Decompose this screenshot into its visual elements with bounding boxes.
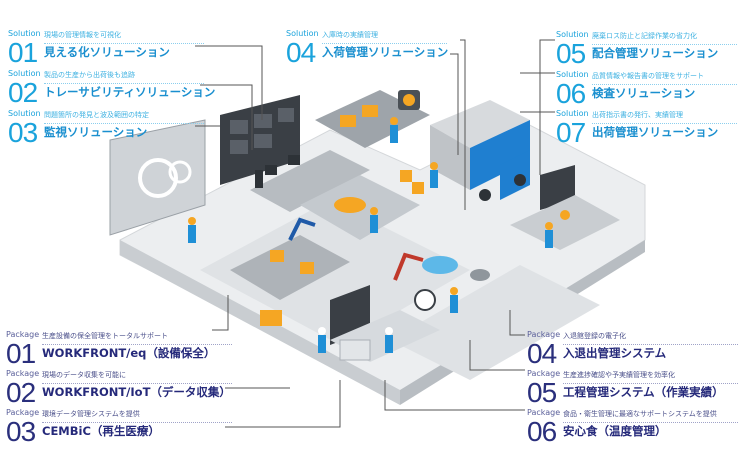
package-number: 03 (6, 416, 36, 447)
solution-number: 03 (8, 117, 38, 148)
solution-name: 監視ソリューション (44, 125, 148, 139)
workstations (250, 150, 370, 212)
solution-number: 02 (8, 77, 38, 108)
robot-line (230, 217, 424, 345)
monitor-screen (109, 119, 206, 236)
solution-kind: Solution (556, 30, 589, 39)
solution-kind: Solution (8, 109, 41, 118)
package-description: 入退館登録の電子化 (563, 332, 626, 340)
solution-description: 問題箇所の発見と波及範囲の特定 (44, 111, 149, 119)
dotted-divider (563, 383, 738, 384)
package-name: CEMBiC（再生医療） (42, 424, 160, 438)
solution-kind: Solution (8, 69, 41, 78)
package-name: WORKFRONT/IoT（データ収集） (42, 385, 231, 399)
package-kind: Package (6, 369, 40, 378)
solution-description: 出荷指示書の発行、実績管理 (592, 111, 683, 119)
solution-description: 製品の生産から出荷後も追跡 (44, 71, 135, 79)
solution-name: 配合管理ソリューション (592, 46, 719, 60)
package-description: 食品・衛生管理に最適なサポートシステムを提供 (563, 410, 717, 418)
mixing-area (300, 170, 490, 281)
connector-lines (195, 39, 555, 428)
package-kind: Package (527, 408, 561, 417)
package-name: WORKFRONT/eq（設備保全） (42, 346, 216, 360)
package-name: 工程管理システム（作業実績） (563, 385, 724, 399)
solution-number: 05 (556, 38, 586, 69)
solution-kind: Solution (556, 109, 589, 118)
receiving-area (315, 90, 430, 148)
package-description: 生産設備の保全管理をトータルサポート (42, 332, 168, 340)
solution-number: 06 (556, 78, 586, 109)
delivery-truck (430, 100, 530, 201)
solution-description: 現場の管理情報を可視化 (44, 31, 121, 39)
package-description: 生産進捗確認や予実績管理を効率化 (563, 371, 675, 379)
package-kind: Package (6, 408, 40, 417)
dotted-divider (42, 422, 232, 423)
solution-number: 07 (556, 117, 586, 148)
solution-description: 品質情報や報告書の管理をサポート (592, 72, 704, 80)
inspection-station (510, 165, 620, 250)
package-name: 入退出管理システム (563, 346, 667, 360)
solution-name: 出荷管理ソリューション (592, 125, 719, 139)
package-kind: Package (6, 330, 40, 339)
package-number: 01 (6, 338, 36, 369)
package-name: 安心食（温度管理） (563, 424, 667, 438)
package-number: 02 (6, 377, 36, 408)
workers (188, 117, 553, 353)
solution-number: 01 (8, 37, 38, 68)
solution-kind: Solution (556, 70, 589, 79)
solution-name: トレーサビリティソリューション (44, 85, 216, 99)
dotted-divider (42, 383, 232, 384)
package-kind: Package (527, 369, 561, 378)
package-number: 05 (527, 377, 557, 408)
solution-name: 検査ソリューション (592, 86, 696, 100)
package-description: 環境データ管理システムを提供 (42, 410, 140, 418)
dotted-divider (563, 344, 738, 345)
solution-name: 入荷管理ソリューション (322, 45, 449, 59)
solution-kind: Solution (286, 29, 319, 38)
solution-number: 04 (286, 37, 316, 68)
solution-name: 見える化ソリューション (44, 45, 170, 59)
dotted-divider (44, 83, 204, 84)
package-number: 06 (527, 416, 557, 447)
dotted-divider (44, 43, 204, 44)
solution-description: 廃棄ロス防止と記録作業の省力化 (592, 32, 697, 40)
dotted-divider (592, 123, 737, 124)
dotted-divider (42, 344, 232, 345)
solution-kind: Solution (8, 29, 41, 38)
package-description: 現場のデータ収集を可能に (42, 371, 126, 379)
solution-description: 入庫時の実績管理 (322, 31, 378, 39)
package-number: 04 (527, 338, 557, 369)
dotted-divider (44, 123, 204, 124)
dotted-divider (592, 84, 737, 85)
package-kind: Package (527, 330, 561, 339)
dotted-divider (322, 43, 447, 44)
dashboard-wall (220, 95, 300, 185)
dotted-divider (592, 44, 737, 45)
dotted-divider (563, 422, 738, 423)
